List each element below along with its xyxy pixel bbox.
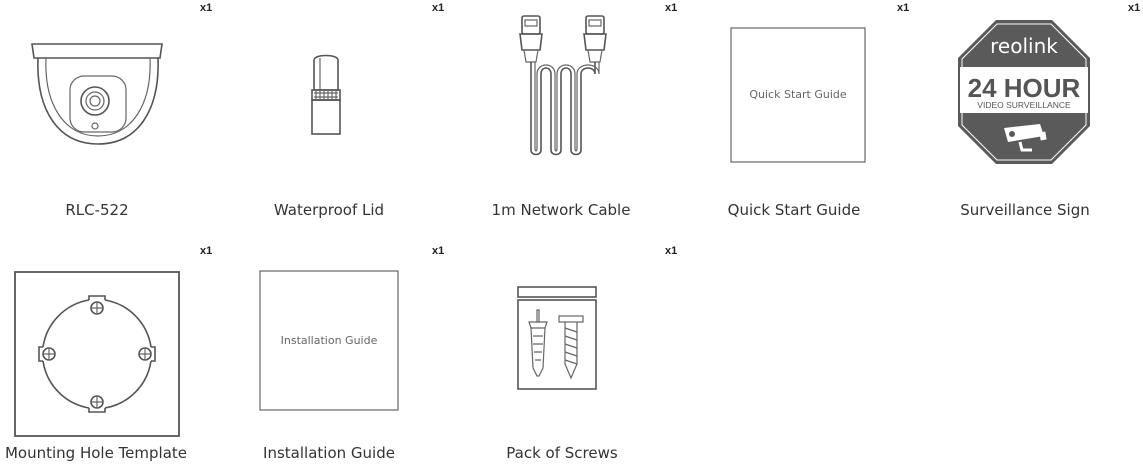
security-camera-icon [1004,124,1047,152]
sign-subline-text: VIDEO SURVEILLANCE [977,100,1071,110]
quick-start-guide-icon: Quick Start Guide [730,27,866,163]
item-label: 1m Network Cable [491,201,631,219]
quantity-badge: x1 [432,245,445,257]
item-label: Waterproof Lid [273,201,385,219]
wall-anchor-icon [528,309,548,377]
item-label: Quick Start Guide [727,201,861,219]
item-label: RLC-522 [65,201,129,219]
quantity-badge: x1 [200,245,213,257]
network-cable-icon [519,15,607,156]
surveillance-sign-icon: reolink 24 HOUR VIDEO SURVEILLANCE [958,20,1090,164]
guide-cover-text: Installation Guide [281,334,378,347]
installation-guide-icon: Installation Guide [259,270,399,411]
item-label: Surveillance Sign [960,201,1090,219]
dome-camera-icon [31,43,163,145]
quantity-badge: x1 [665,245,678,257]
waterproof-lid-icon [311,54,341,135]
mounting-template-icon [14,271,180,437]
item-label: Installation Guide [263,444,395,462]
item-label: Pack of Screws [506,444,618,462]
quantity-badge: x1 [200,2,213,14]
quantity-badge: x1 [897,2,910,14]
screws-pack-icon [517,286,597,390]
sign-headline-text: 24 HOUR [968,73,1081,103]
quantity-badge: x1 [1128,2,1141,14]
quantity-badge: x1 [432,2,445,14]
screw-icon [558,315,584,380]
quantity-badge: x1 [665,2,678,14]
sign-brand-text: reolink [990,34,1058,58]
guide-cover-text: Quick Start Guide [749,88,847,101]
item-label: Mounting Hole Template [4,444,188,462]
